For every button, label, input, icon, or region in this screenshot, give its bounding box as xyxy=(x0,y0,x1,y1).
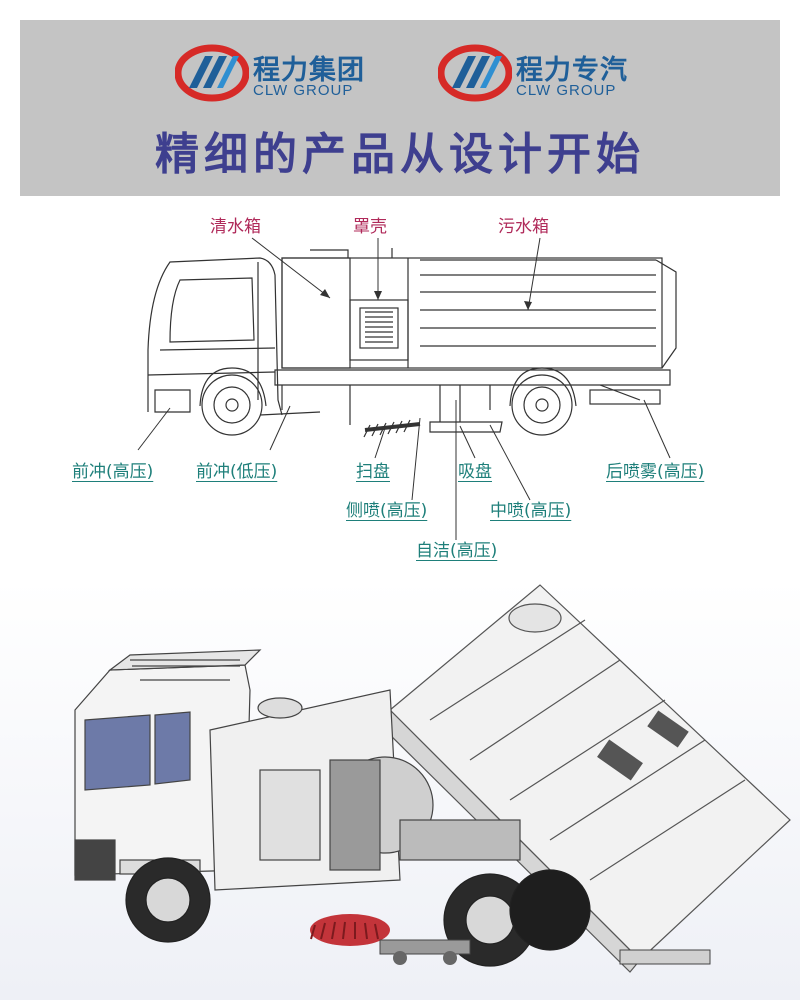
label-clean-water-tank: 清水箱 xyxy=(210,217,261,237)
logo-english-name: CLW GROUP xyxy=(253,82,354,99)
header-banner: 程力集团 CLW GROUP 程力专汽 CLW GROUP 精细的产品从设计开始 xyxy=(20,20,780,196)
label-suction-disc: 吸盘 xyxy=(458,462,492,482)
logo-chinese-name: 程力集团 xyxy=(253,55,365,86)
sweeper-3d-render xyxy=(0,580,800,1000)
label-side-spray-high: 侧喷(高压) xyxy=(346,501,428,521)
truck-line-drawing xyxy=(137,237,677,540)
sweeper-side-diagram: 清水箱 罩壳 污水箱 前冲(高压) 前冲(低压) 扫盘 吸盘 后喷雾(高压) 侧… xyxy=(20,200,780,565)
label-hood-shell: 罩壳 xyxy=(353,217,387,237)
label-front-flush-high: 前冲(高压) xyxy=(72,462,154,482)
slogan: 精细的产品从设计开始 xyxy=(155,129,645,180)
label-front-flush-low: 前冲(低压) xyxy=(196,462,278,482)
label-self-clean-high: 自洁(高压) xyxy=(416,541,498,561)
clw-logo-icon xyxy=(175,44,249,102)
truck-3d-drawing xyxy=(0,580,800,1000)
label-sewage-tank: 污水箱 xyxy=(498,217,549,237)
logo-chinese-name: 程力专汽 xyxy=(516,55,628,86)
clw-logo-icon xyxy=(438,44,512,102)
label-middle-spray-high: 中喷(高压) xyxy=(490,501,572,521)
logo-english-name: CLW GROUP xyxy=(516,82,617,99)
label-sweep-disc: 扫盘 xyxy=(356,462,390,482)
label-rear-spray-high: 后喷雾(高压) xyxy=(606,462,705,482)
